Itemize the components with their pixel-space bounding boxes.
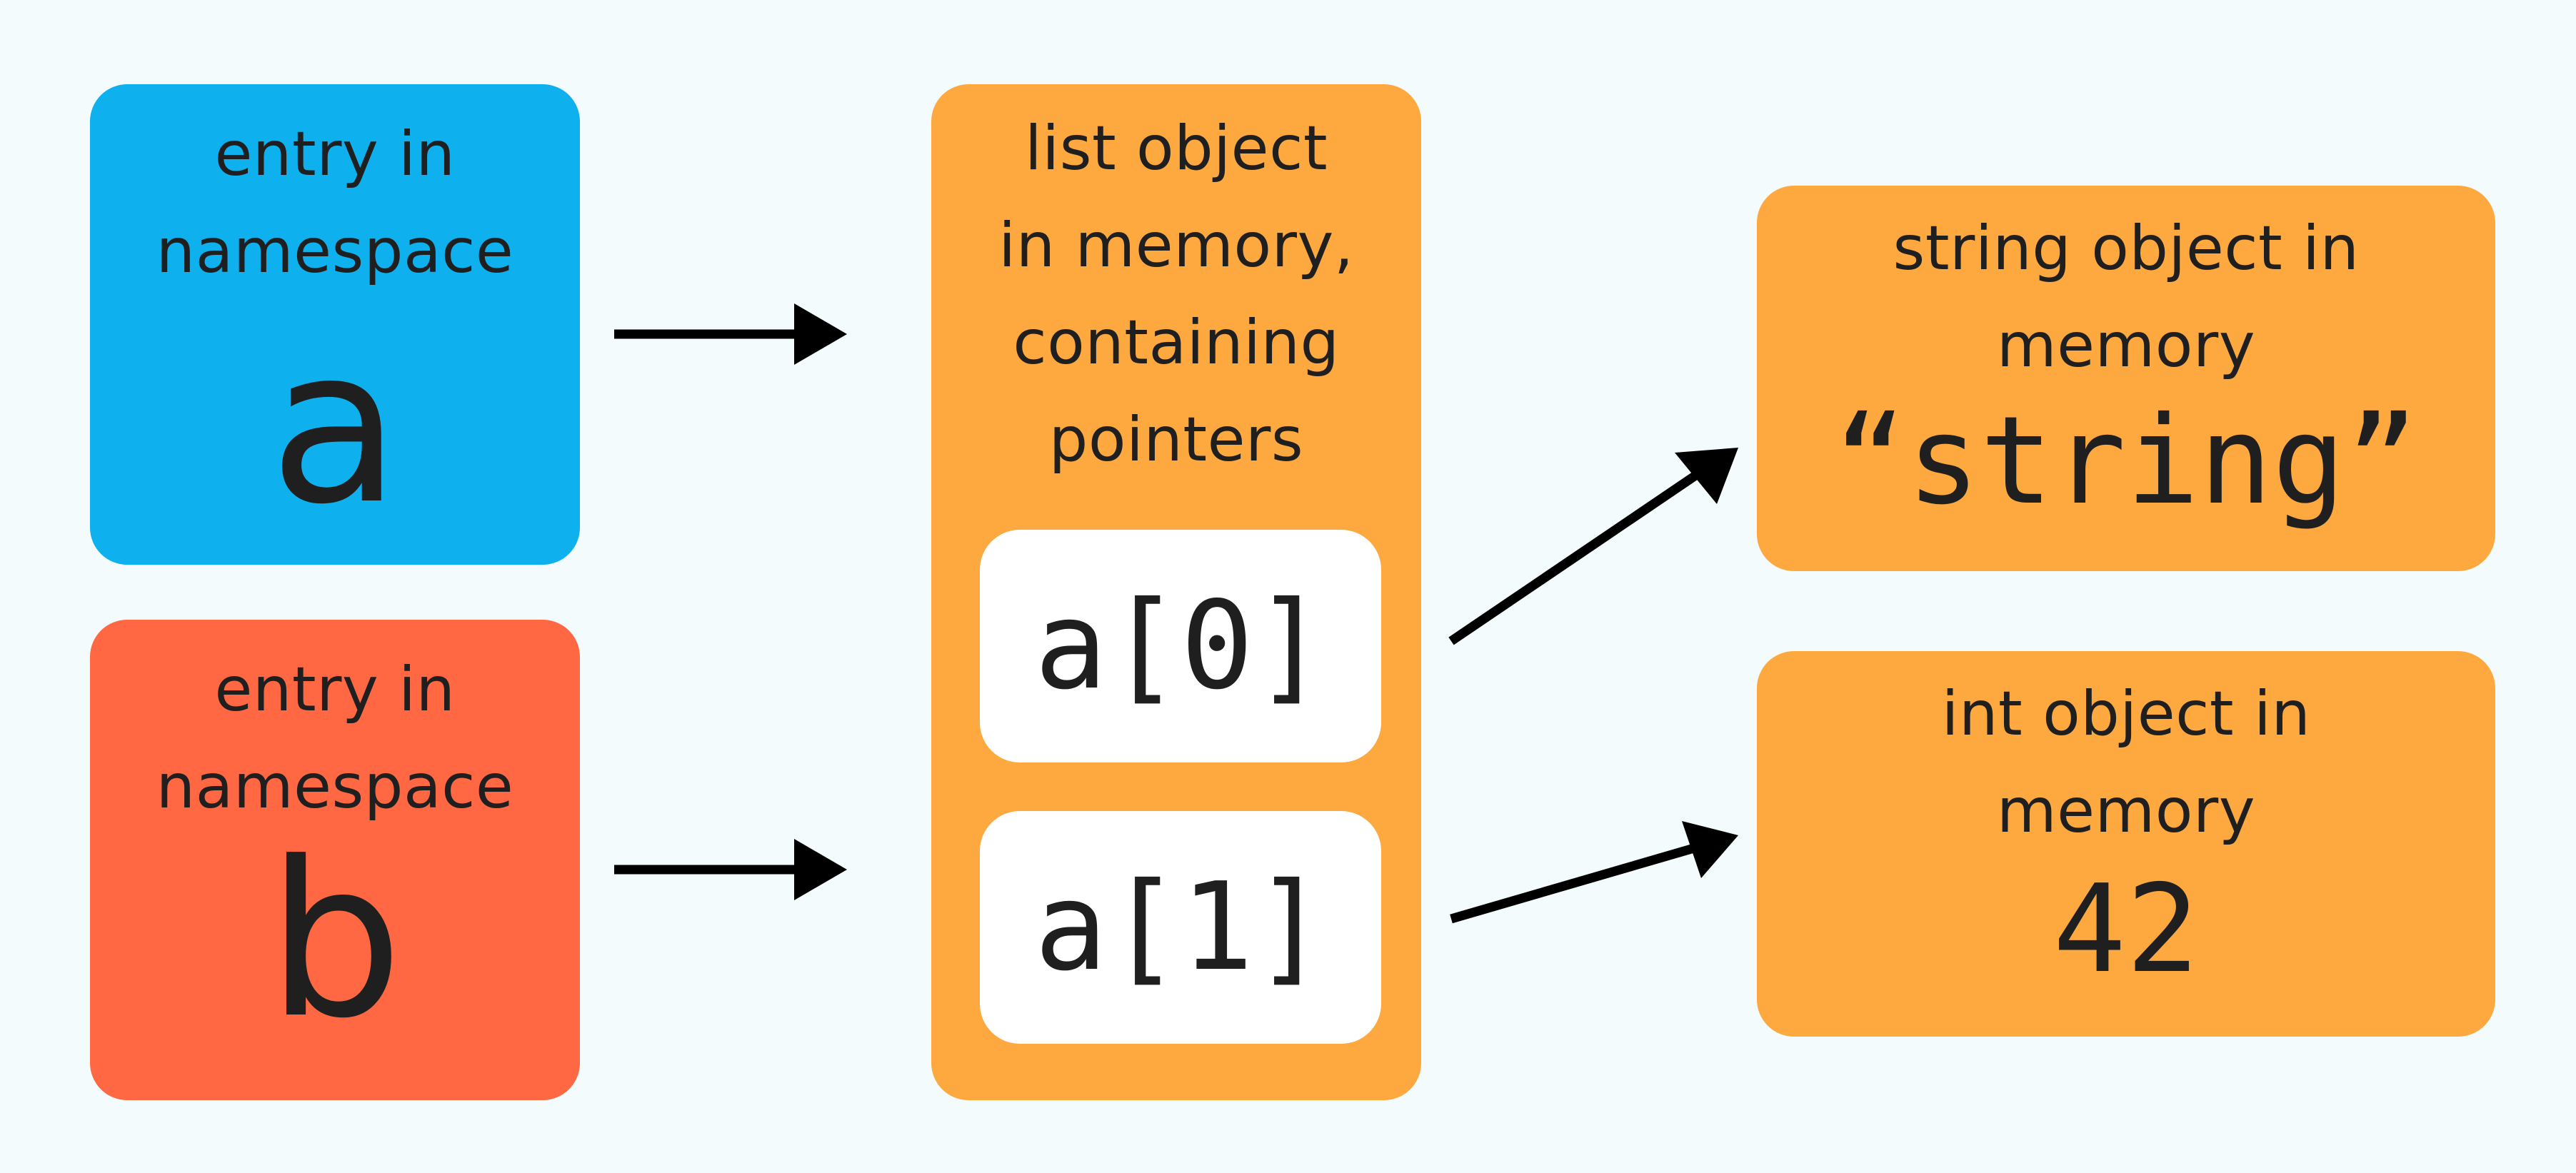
pointer-slot-1-text: a[1] bbox=[1034, 857, 1327, 998]
pointer-slot-0-text: a[0] bbox=[1034, 575, 1327, 717]
pointer-slot-1: a[1] bbox=[980, 811, 1381, 1044]
string-object-value: “string” bbox=[1833, 391, 2419, 532]
string-object: string object in memory “string” bbox=[1757, 186, 2495, 571]
namespace-entry-b-label: entry in namespace bbox=[156, 654, 514, 822]
arrow-b-to-list bbox=[614, 839, 847, 900]
namespace-entry-b-name: b bbox=[266, 816, 404, 1065]
namespace-entry-a-name: a bbox=[269, 302, 401, 551]
int-object-value: 42 bbox=[2053, 859, 2200, 1000]
list-object: list object in memory, containing pointe… bbox=[931, 84, 1421, 1100]
arrow-slot1-to-int bbox=[1450, 821, 1738, 924]
arrow-slot0-to-string bbox=[1448, 448, 1738, 645]
int-object: int object in memory 42 bbox=[1757, 651, 2495, 1037]
int-object-label: int object in memory bbox=[1941, 678, 2311, 847]
namespace-entry-a-label: entry in namespace bbox=[156, 119, 514, 287]
arrow-a-to-list bbox=[614, 303, 847, 365]
pointer-slot-0: a[0] bbox=[980, 530, 1381, 762]
string-object-label: string object in memory bbox=[1893, 213, 2360, 381]
list-object-label: list object in memory, containing pointe… bbox=[998, 113, 1354, 475]
namespace-entry-a: entry in namespace a bbox=[90, 84, 580, 565]
namespace-entry-b: entry in namespace b bbox=[90, 620, 580, 1100]
